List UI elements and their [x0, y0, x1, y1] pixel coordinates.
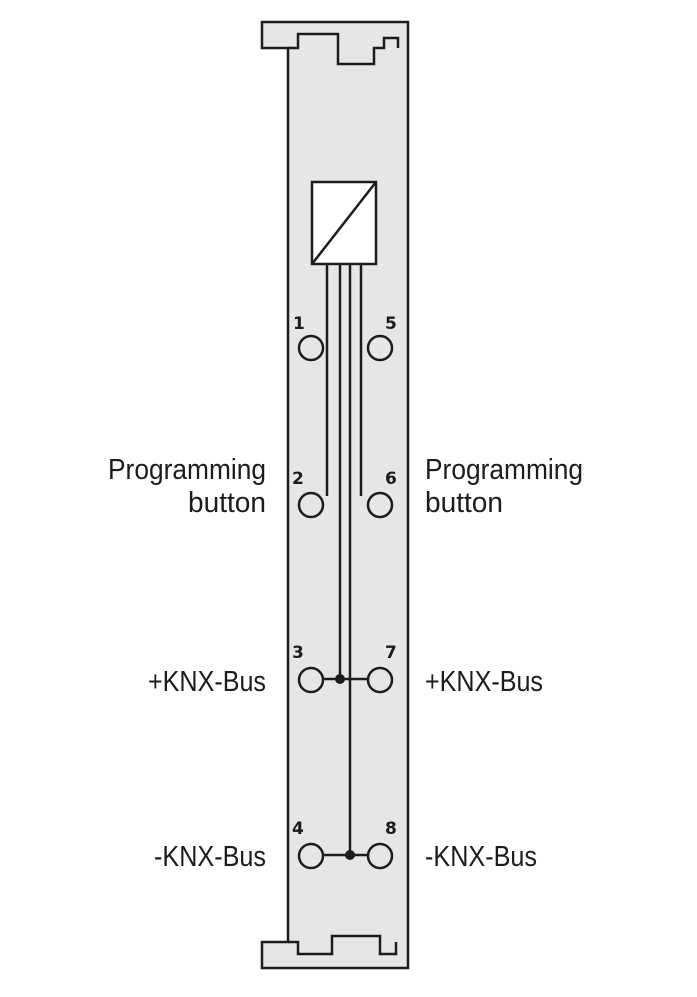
label-left-programming-line1: Programming — [108, 454, 266, 486]
terminal-number-1: 1 — [293, 314, 305, 334]
terminal-number-7: 7 — [385, 643, 397, 663]
terminal-number-8: 8 — [385, 819, 397, 839]
bottom-latch — [288, 934, 398, 956]
terminal-6 — [366, 491, 394, 519]
terminal-number-3: 3 — [292, 643, 304, 663]
terminal-number-5: 5 — [385, 314, 397, 334]
label-left-programming-line2: button — [188, 487, 266, 519]
label-right-knx-minus: -KNX-Bus — [425, 841, 537, 873]
terminal-number-6: 6 — [385, 469, 397, 489]
terminal-4 — [297, 842, 325, 870]
terminal-1 — [297, 334, 325, 362]
terminal-3 — [297, 666, 325, 694]
label-right-knx-plus: +KNX-Bus — [425, 666, 543, 698]
converter-symbol-icon — [310, 180, 378, 266]
terminal-number-2: 2 — [292, 469, 304, 489]
junction-dot-plus — [335, 674, 345, 684]
terminal-number-4: 4 — [292, 819, 304, 839]
internal-wiring — [323, 264, 368, 857]
label-left-knx-minus: -KNX-Bus — [154, 841, 266, 873]
junction-dot-minus — [345, 850, 355, 860]
top-latch — [288, 32, 400, 66]
terminal-2 — [297, 491, 325, 519]
label-right-programming-line1: Programming — [425, 454, 583, 486]
label-left-knx-plus: +KNX-Bus — [148, 666, 266, 698]
label-right-programming-line2: button — [425, 487, 503, 519]
terminal-5 — [366, 334, 394, 362]
terminal-7 — [366, 666, 394, 694]
terminal-8 — [366, 842, 394, 870]
